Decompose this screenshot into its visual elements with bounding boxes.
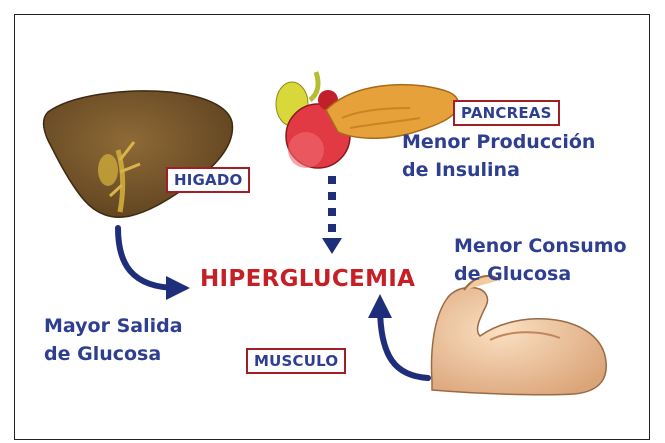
pancreas-description: Menor Producción de Insulina (402, 128, 595, 184)
liver-description: Mayor Salida de Glucosa (44, 312, 183, 368)
liver-description-line2: de Glucosa (44, 340, 183, 368)
muscle-description: Menor Consumo de Glucosa (454, 232, 627, 288)
muscle-description-line1: Menor Consumo (454, 232, 627, 260)
liver-description-line1: Mayor Salida (44, 312, 183, 340)
liver-icon (44, 91, 233, 217)
pancreas-description-line2: de Insulina (402, 156, 595, 184)
label-musculo: MUSCULO (246, 348, 346, 374)
muscle-description-line2: de Glucosa (454, 260, 627, 288)
label-pancreas: PANCREAS (453, 100, 560, 126)
muscle-arrow (380, 306, 428, 378)
pancreas-dotted-arrow (322, 176, 342, 254)
pancreas-description-line1: Menor Producción (402, 128, 595, 156)
center-hiperglucemia: HIPERGLUCEMIA (200, 266, 415, 292)
liver-arrow (118, 228, 178, 288)
label-higado: HIGADO (166, 167, 250, 193)
flexed-arm-icon (432, 276, 607, 395)
